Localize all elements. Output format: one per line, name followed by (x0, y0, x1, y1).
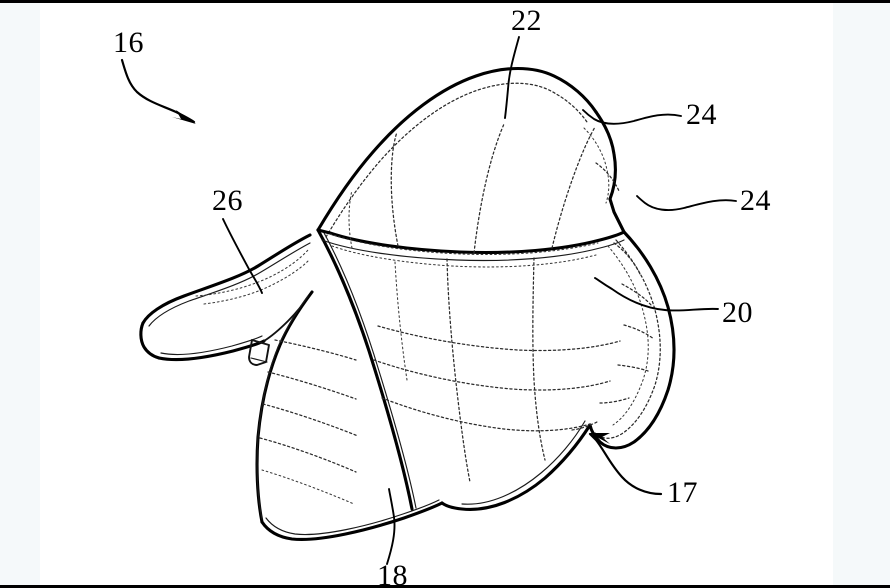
ref-26-leader-line (222, 218, 263, 294)
nose-tip-left (139, 321, 161, 360)
ref-16-group: 16 (113, 26, 196, 124)
seat-assembly (139, 65, 689, 542)
seat-surface-edge-stitch (331, 245, 597, 268)
upper-panel-seam-center (473, 123, 505, 254)
ref-20-label: 20 (722, 296, 753, 329)
ref-26-group: 26 (212, 184, 263, 294)
ref-16-arrowhead (172, 110, 196, 124)
ref-24-upper-group: 24 (582, 98, 717, 131)
seat-silhouette-fill (143, 65, 689, 540)
top-border-rule (0, 0, 890, 3)
front-flank-seam-4 (259, 437, 357, 473)
main-horizontal-seam-lower (321, 239, 625, 262)
nose-crease-stitch-2 (203, 260, 309, 305)
seat-surface-cross-seam-3 (394, 261, 408, 381)
ref-17-arrowhead (589, 433, 610, 444)
seat-surface-cross-seam-1 (446, 258, 471, 483)
front-flank-seam-5 (261, 469, 355, 505)
front-flank-bottom-edge (260, 501, 444, 542)
bottom-border-rule (0, 585, 890, 588)
seat-surface-long-seam-3 (381, 397, 591, 432)
right-bolster-inner-stitch (594, 239, 661, 439)
ref-24-lower-label: 24 (740, 184, 771, 217)
ref-24-upper-label: 24 (686, 98, 717, 131)
bolster-rib-2 (613, 242, 641, 275)
right-bolster-outer-edge (588, 230, 676, 450)
bolster-rib-1 (595, 162, 620, 192)
flank-vertical-seam-inner (322, 230, 417, 509)
upper-panel-border-stitch-left (348, 189, 353, 249)
ref-24-upper-leader-line (582, 109, 682, 125)
ref-20-group: 20 (594, 277, 753, 329)
seat-surface-long-seam-2 (373, 359, 611, 391)
bolster-rib-4 (623, 324, 655, 340)
right-margin-band (833, 0, 890, 588)
ref-22-group: 22 (504, 4, 542, 119)
backrest-top-stitch (325, 82, 588, 238)
ref-24-lower-leader-line (636, 195, 737, 211)
upper-panel-seam-left (390, 131, 399, 247)
ref-24-lower-group: 24 (636, 184, 771, 217)
ref-16-label: 16 (113, 26, 144, 59)
nose-upper-edge-inner (148, 242, 311, 327)
front-flank-bottom-edge-inner (265, 499, 440, 536)
bolster-rib-3 (621, 283, 652, 306)
flank-vertical-seam (316, 228, 414, 511)
ref-16-leader-line (120, 58, 196, 124)
rear-lower-contour-inner (461, 420, 586, 505)
ref-17-group: 17 (588, 432, 698, 509)
front-flank-seam-2 (267, 371, 357, 400)
ref-18-group: 18 (377, 488, 408, 588)
right-bolster-inner-stitch-2 (607, 245, 649, 426)
left-margin-band (0, 0, 40, 588)
front-flank-seam-1 (274, 339, 357, 361)
backrest-top-edge (316, 66, 598, 232)
upper-panel-corner-stitch (583, 127, 610, 204)
bolster-rib-7 (571, 421, 598, 431)
ref-18-leader-line (386, 488, 396, 565)
seat-surface-cross-seam-2 (532, 257, 546, 461)
rear-lower-contour (440, 423, 592, 511)
ref-22-leader-line (504, 36, 520, 119)
nose-crease-stitch (195, 249, 309, 297)
ref-17-label: 17 (667, 476, 698, 509)
nose-lower-edge (157, 339, 266, 362)
seat-surface-long-seam-1 (377, 325, 621, 352)
ref-18-label: 18 (377, 559, 408, 588)
front-flank-leading-edge-inner (256, 295, 309, 520)
front-flank-seam-3 (262, 403, 359, 437)
bolster-rib-5 (617, 364, 649, 372)
nose-upper-edge (141, 233, 312, 325)
nose-lower-edge-inner (160, 335, 263, 356)
seat-latch-tab (248, 339, 270, 366)
main-horizontal-seam (316, 228, 626, 255)
bolster-rib-6 (599, 397, 630, 404)
backrest-right-edge (594, 110, 617, 201)
ref-20-leader-line (594, 277, 719, 312)
seam-right-corner (608, 197, 626, 234)
ref-26-label: 26 (212, 184, 243, 217)
ref-17-leader-line (588, 432, 663, 496)
ref-22-label: 22 (511, 4, 542, 37)
